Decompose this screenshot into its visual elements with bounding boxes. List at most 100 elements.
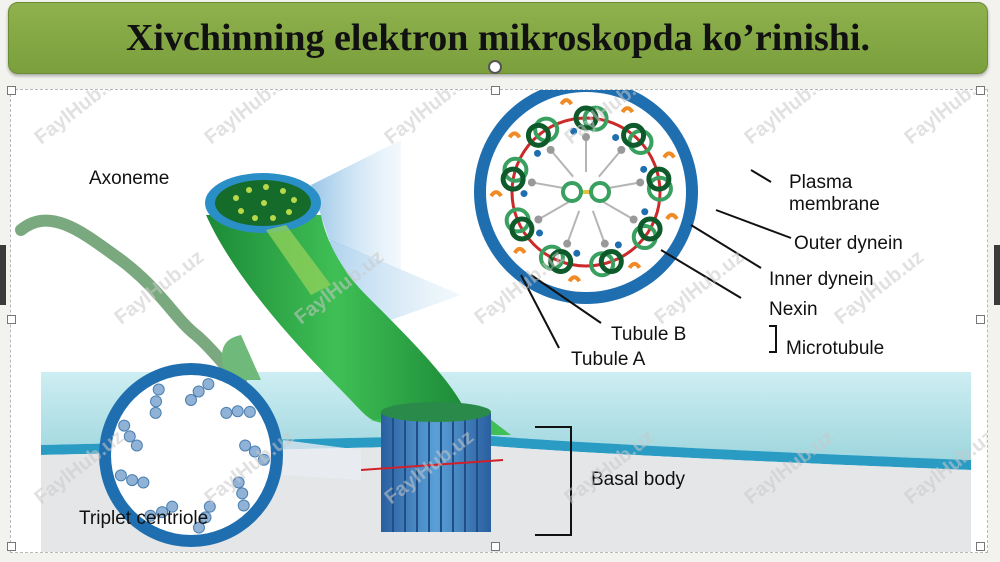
- tubule-a: [598, 249, 624, 275]
- watermark-text: FaylHub.uz: [111, 246, 209, 329]
- left-edge-strip: [0, 245, 6, 305]
- tubule-a: [509, 216, 535, 242]
- spoke-head: [629, 215, 638, 224]
- watermark-text: FaylHub.uz: [561, 426, 659, 509]
- microtubule-doublets: [489, 98, 679, 283]
- triplet-centriole-dots: [114, 378, 270, 534]
- central-microtubule: [561, 181, 583, 203]
- resize-handle-bottom-left[interactable]: [7, 542, 16, 551]
- centriole-microtubule: [185, 394, 197, 406]
- centriole-projection: [283, 440, 361, 480]
- spoke-head: [527, 178, 536, 187]
- centriole-microtubule: [150, 395, 163, 408]
- centriole-microtubule: [149, 406, 162, 419]
- central-microtubule: [589, 181, 611, 203]
- axoneme-detail: Axoneme Plasma membrane Outer dynein Inn…: [31, 90, 987, 547]
- watermark-text: FaylHub.uz: [901, 426, 987, 509]
- label-triplet-centriole: Triplet centriole: [79, 508, 208, 529]
- label-plasma-membrane-1: Plasma: [789, 172, 853, 193]
- spoke-head: [617, 145, 626, 154]
- central-pair: [561, 181, 611, 203]
- background-flagellum: [15, 214, 247, 386]
- centriole-microtubule: [126, 474, 139, 487]
- resize-handle-top[interactable]: [491, 86, 500, 95]
- watermark-text: FaylHub.uz: [201, 90, 299, 149]
- outer-dynein-arm: [620, 106, 635, 114]
- radial-spoke: [531, 181, 567, 190]
- centriole-microtubule: [152, 383, 165, 396]
- resize-handle-left[interactable]: [7, 315, 16, 324]
- inner-dynein-arm: [570, 127, 578, 135]
- outer-dynein-arm: [662, 151, 676, 159]
- resize-handle-right[interactable]: [976, 315, 985, 324]
- flagellum-stalk: [206, 215, 466, 421]
- resize-handle-top-right[interactable]: [976, 86, 985, 95]
- outer-dynein-arm: [567, 275, 582, 283]
- radial-spoke: [605, 181, 641, 190]
- label-basal-body: Basal body: [591, 469, 686, 490]
- centriole-microtubule: [248, 445, 261, 458]
- centriole-microtubule: [144, 509, 157, 522]
- inner-dynein-arm: [640, 165, 648, 173]
- projection-beam-upper: [311, 140, 401, 270]
- label-inner-dynein: Inner dynein: [769, 269, 874, 290]
- spoke-head: [546, 145, 555, 154]
- tubule-a: [646, 166, 672, 192]
- spoke-head: [582, 133, 590, 141]
- centriole-microtubule: [239, 439, 252, 452]
- axoneme-cap-dots: [233, 184, 297, 221]
- centriole-microtubule: [137, 476, 150, 489]
- watermark-text: FaylHub.uz: [381, 90, 479, 149]
- label-microtubule: Microtubule: [786, 338, 884, 359]
- outer-dynein-arm: [665, 212, 679, 221]
- label-tubule-a: Tubule A: [571, 349, 646, 370]
- inner-dynein-arm: [534, 149, 542, 157]
- resize-handle-bottom[interactable]: [491, 542, 500, 551]
- resize-handle-top-left[interactable]: [7, 86, 16, 95]
- centriole-microtubule: [220, 406, 233, 419]
- radial-spoke: [602, 201, 635, 221]
- centriole-microtubule: [203, 500, 216, 513]
- basal-body-cylinder: [381, 412, 491, 532]
- cut-line: [360, 459, 504, 471]
- inner-dynein-arm: [520, 190, 528, 198]
- label-outer-dynein: Outer dynein: [794, 233, 903, 254]
- inner-dynein-arm: [573, 249, 581, 257]
- resize-handle-bottom-right[interactable]: [976, 542, 985, 551]
- tubule-b: [582, 105, 609, 132]
- spoke-head: [534, 215, 543, 224]
- radial-spoke: [591, 210, 606, 245]
- label-axoneme: Axoneme: [89, 168, 169, 189]
- centriole-microtubule: [231, 405, 244, 418]
- radial-spokes: [527, 133, 645, 248]
- outer-dynein-arm: [489, 190, 503, 198]
- centriole-microtubule: [156, 506, 169, 519]
- image-frame[interactable]: Axoneme Plasma membrane Outer dynein Inn…: [7, 86, 988, 553]
- inner-dynein-arm: [641, 208, 649, 216]
- slide-title[interactable]: Xivchinning elektron mikroskopda ko’rini…: [125, 17, 870, 59]
- centriole-microtubule: [257, 453, 270, 466]
- centriole-microtubule: [118, 419, 131, 432]
- centriole-microtubule: [232, 476, 245, 489]
- centriole-microtubule: [236, 487, 249, 500]
- tubule-a: [637, 216, 663, 242]
- radial-spoke: [537, 201, 570, 221]
- spoke-head: [636, 178, 645, 187]
- leader-lines: [520, 169, 792, 536]
- inner-dynein-arm: [536, 229, 544, 237]
- label-tubule-b: Tubule B: [611, 324, 686, 345]
- centriole-microtubule: [192, 521, 205, 534]
- centriole-microtubule: [243, 405, 256, 418]
- label-plasma-membrane-2: membrane: [789, 194, 880, 215]
- centriole-microtubule: [166, 500, 179, 513]
- basal-body-stripes: [392, 412, 478, 532]
- spoke-head: [563, 239, 572, 248]
- projection-beam-lower: [301, 240, 461, 320]
- outer-dynein-arm: [507, 131, 522, 139]
- background-flagellum-base: [221, 335, 261, 380]
- rotate-handle-icon[interactable]: [488, 60, 502, 74]
- spoke-head: [600, 239, 609, 248]
- watermark-text: FaylHub.uz: [291, 246, 389, 329]
- watermark-text: FaylHub.uz: [741, 426, 839, 509]
- tubule-a: [525, 122, 551, 148]
